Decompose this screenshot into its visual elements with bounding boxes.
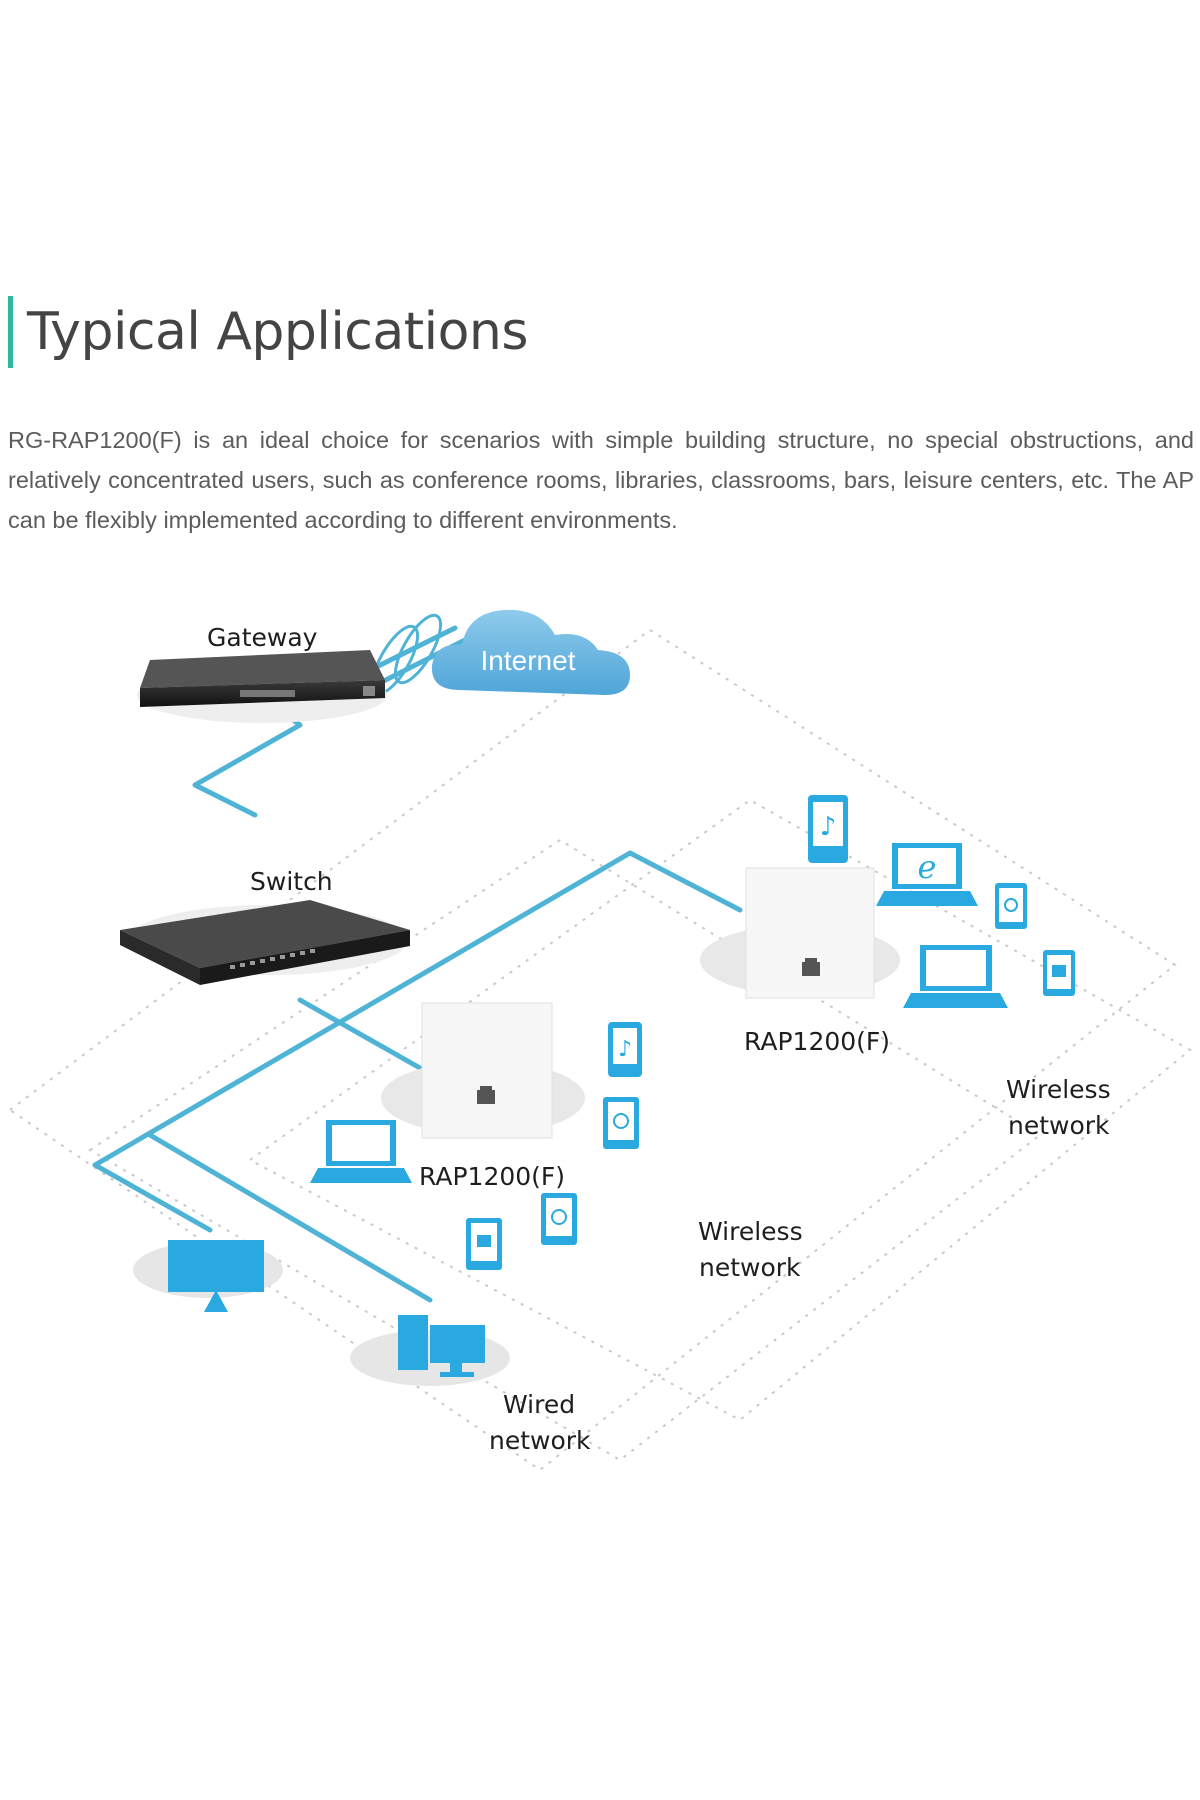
gateway-icon [137,650,387,723]
tablet-icon [603,1097,639,1149]
switch-label: Switch [250,867,333,896]
svg-text:e: e [918,848,937,886]
wired-network-label-line2: network [489,1426,591,1455]
tablet-icon [541,1193,577,1245]
wireless-network-zone-right [248,798,1192,1422]
laptop-icon [903,945,1008,1008]
heading-accent-bar [8,296,13,368]
ap-right-label: RAP1200(F) [744,1027,890,1056]
access-point-icon [700,867,900,999]
page-title: Typical Applications [27,302,528,362]
laptop-icon [310,1120,412,1183]
cable-gateway-switch [192,707,303,818]
zone-outlines [8,628,1192,1472]
wireless-network-right-label-line1: Wireless [1006,1075,1111,1104]
svg-text:♪: ♪ [820,812,837,842]
wireless-network-left-label-line1: Wireless [698,1217,803,1246]
tablet-icon [466,1218,502,1270]
section-heading: Typical Applications [8,296,528,368]
internet-cloud-icon: Internet [431,609,630,695]
cable-to-left-ap [297,997,423,1071]
network-diagram: Internet Gateway Switch [8,609,1192,1472]
cable-to-monitor [92,1162,213,1233]
cable-to-right-ap [627,850,743,913]
svg-text:♪: ♪ [618,1037,632,1062]
smartphone-icon: ♪ [608,1022,642,1077]
wireless-network-right-label-line2: network [1008,1111,1110,1140]
tablet-icon [995,883,1027,929]
monitor-icon [133,1240,283,1312]
wired-network-label-line1: Wired [503,1390,575,1419]
desktop-pc-icon [350,1315,510,1386]
ap-left-label: RAP1200(F) [419,1162,565,1191]
cable-to-desktop [147,1132,433,1303]
tablet-icon [1043,950,1075,996]
laptop-icon: e [876,843,978,906]
internet-cloud-label: Internet [481,645,576,676]
access-point-icon [381,1002,585,1139]
switch-icon [120,900,410,985]
smartphone-icon: ♪ [808,795,848,863]
intro-paragraph: RG-RAP1200(F) is an ideal choice for sce… [8,427,1194,533]
gateway-label: Gateway [207,623,318,652]
backbone-cable [92,850,633,1168]
wired-network-zone [8,628,1177,1472]
wireless-network-left-label-line2: network [699,1253,801,1282]
